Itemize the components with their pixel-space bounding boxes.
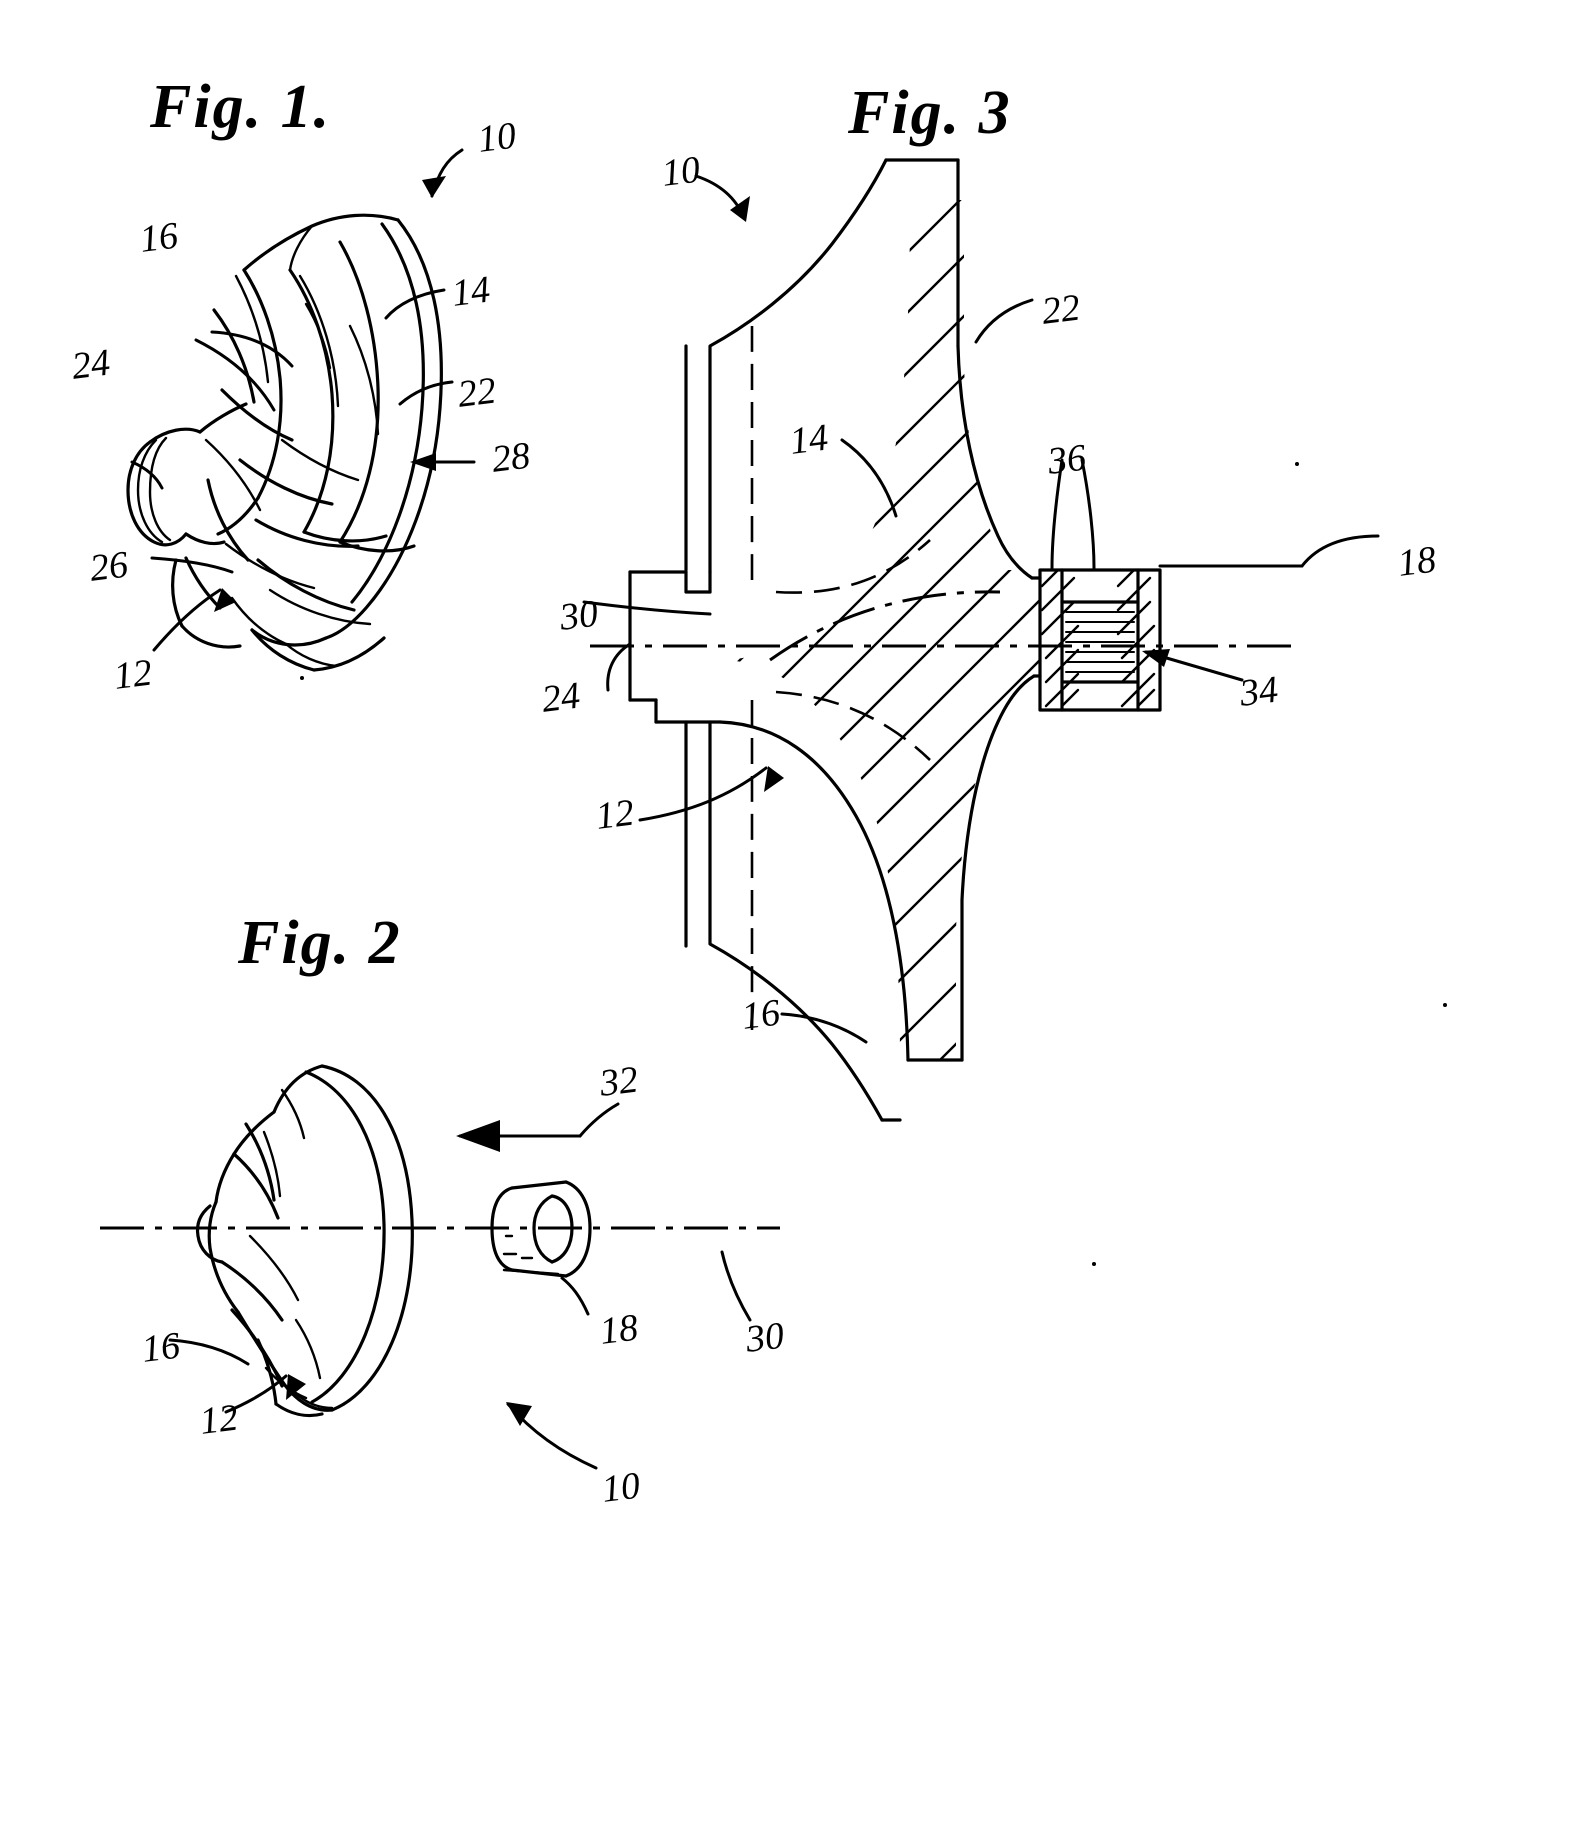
fig1-ref-14: 14: [449, 268, 493, 315]
fig3-title: Fig. 3: [848, 79, 1012, 147]
fig3-ref-10: 10: [659, 148, 703, 195]
fig3-ref-34: 34: [1237, 668, 1281, 715]
fig2-title: Fig. 2: [238, 909, 402, 977]
scan-speck: [1443, 1003, 1447, 1007]
fig1-title: Fig. 1.: [150, 73, 332, 141]
fig3-ref-36: 36: [1045, 436, 1089, 483]
fig2-drawing: [100, 1064, 780, 1470]
scan-speck: [1092, 1262, 1096, 1266]
fig3-ref-30: 30: [557, 592, 601, 639]
fig2-ref-16: 16: [139, 1324, 183, 1371]
fig3-ref-18: 18: [1395, 538, 1439, 585]
fig1-drawing: [126, 148, 476, 672]
fig3-drawing: [582, 158, 1380, 1122]
fig1-ref-12: 12: [111, 651, 155, 698]
fig2-ref-30: 30: [743, 1314, 787, 1361]
fig2-ref-18: 18: [597, 1306, 641, 1353]
fig1-ref-16: 16: [137, 214, 181, 261]
fig3-ref-22: 22: [1039, 286, 1083, 333]
scan-speck: [1295, 462, 1299, 466]
fig1-ref-24: 24: [69, 341, 113, 388]
scan-speck: [300, 676, 304, 680]
fig3-ref-24: 24: [539, 674, 583, 721]
fig2-ref-10: 10: [599, 1464, 643, 1511]
fig1-ref-26: 26: [87, 543, 131, 590]
fig2-ref-12: 12: [197, 1396, 241, 1443]
fig3-ref-14: 14: [787, 416, 831, 463]
fig1-ref-28: 28: [489, 434, 533, 481]
fig3-ref-12: 12: [593, 791, 637, 838]
fig2-ref-32: 32: [597, 1058, 641, 1105]
fig1-ref-10: 10: [475, 114, 519, 161]
fig1-ref-22: 22: [455, 369, 499, 416]
